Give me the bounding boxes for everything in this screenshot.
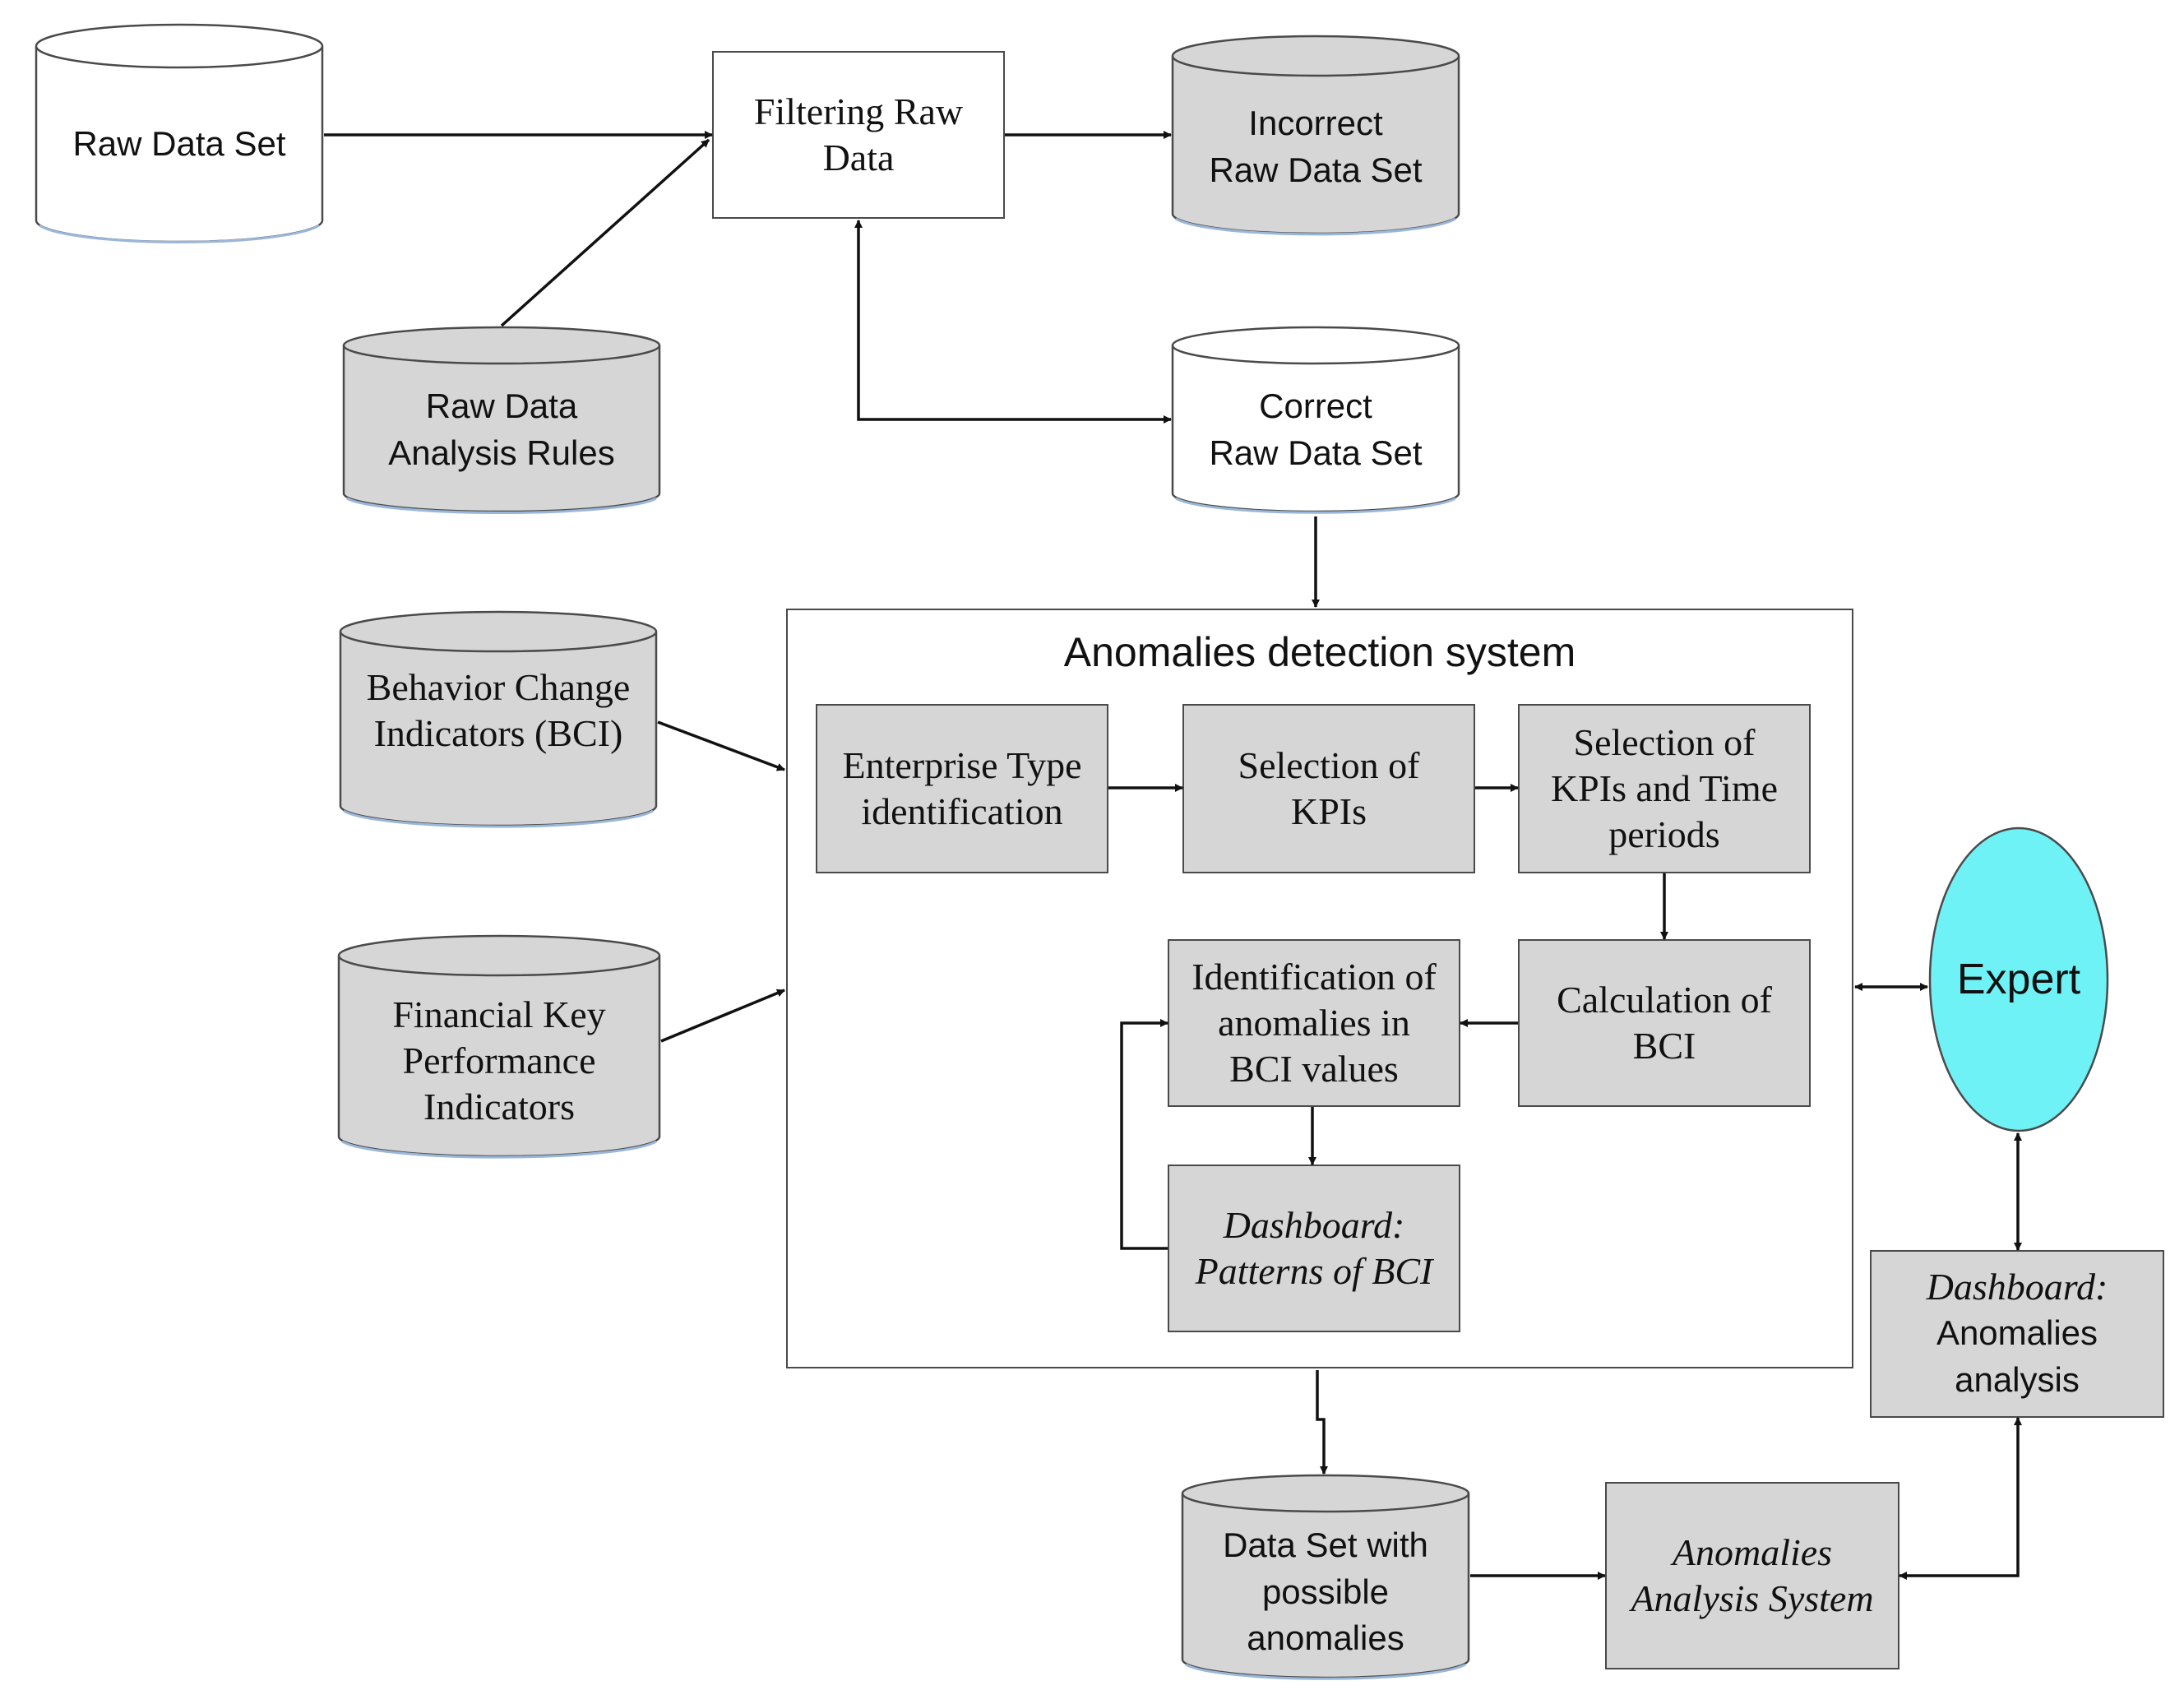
store-label: Incorrect Raw Data Set [1209,104,1423,189]
cylinder-shape [337,934,661,1159]
arrow-analysis-dashboard-bidirectional [1899,1417,2022,1580]
arrow-system-to-dataset [1316,1370,1328,1475]
identification-of-anomalies-process: Identification of anomalies in BCI value… [1168,939,1460,1107]
dashboard-anomalies-body: Anomalies analysis [1936,1313,2098,1400]
arrow-rules-to-filtering [500,138,710,327]
financial-kpi-store: Financial Key Performance Indicators [337,933,661,1160]
selection-of-kpis-process: Selection of KPIs [1182,704,1475,873]
cylinder-shape [1171,326,1460,514]
cylinder-shape [1181,1474,1470,1680]
filtering-raw-data-process: Filtering Raw Data [712,51,1005,219]
store-label: Raw Data Analysis Rules [388,387,615,472]
system-title: Anomalies detection system [1063,629,1576,675]
expert-label: Expert [1956,956,2081,1003]
dashboard-patterns-bci: Dashboard: Patterns of BCI [1168,1165,1460,1332]
raw-data-analysis-rules-store: Raw Data Analysis Rules [342,324,661,515]
store-label: Correct Raw Data Set [1209,387,1423,472]
store-label: Data Set with possible anomalies [1223,1525,1428,1658]
cylinder-shape [35,23,324,243]
incorrect-raw-data-set-store: Incorrect Raw Data Set [1171,33,1460,237]
ellipse-shape [1928,827,2109,1132]
anomalies-analysis-system-process: Anomalies Analysis System [1605,1482,1899,1669]
selection-kpis-time-periods-process: Selection of KPIs and Time periods [1518,704,1811,873]
dashboard-anomalies-analysis: Dashboard: Anomalies analysis [1870,1250,2164,1418]
store-label: Financial Key Performance Indicators [392,993,606,1128]
arrow-fkpi-to-system [660,989,785,1043]
expert-actor: Expert [1927,826,2110,1133]
behavior-change-indicators-store: Behavior Change Indicators (BCI) [339,609,658,829]
data-set-possible-anomalies-store: Data Set with possible anomalies [1181,1472,1470,1681]
correct-raw-data-set-store: Correct Raw Data Set [1171,324,1460,515]
dashboard-anomalies-title: Dashboard: [1926,1266,2108,1308]
arrow-filtering-correct-bidirectional [854,220,1172,424]
cylinder-shape [339,610,658,828]
enterprise-type-identification-process: Enterprise Type identification [816,704,1108,873]
store-label: Behavior Change Indicators (BCI) [366,665,631,754]
calculation-of-bci-process: Calculation of BCI [1518,939,1811,1107]
raw-data-set-store: Raw Data Set [35,21,324,245]
cylinder-shape [342,326,661,515]
arrow-bci-to-system [657,720,785,771]
store-label: Raw Data Set [72,123,286,163]
cylinder-shape [1171,35,1460,236]
